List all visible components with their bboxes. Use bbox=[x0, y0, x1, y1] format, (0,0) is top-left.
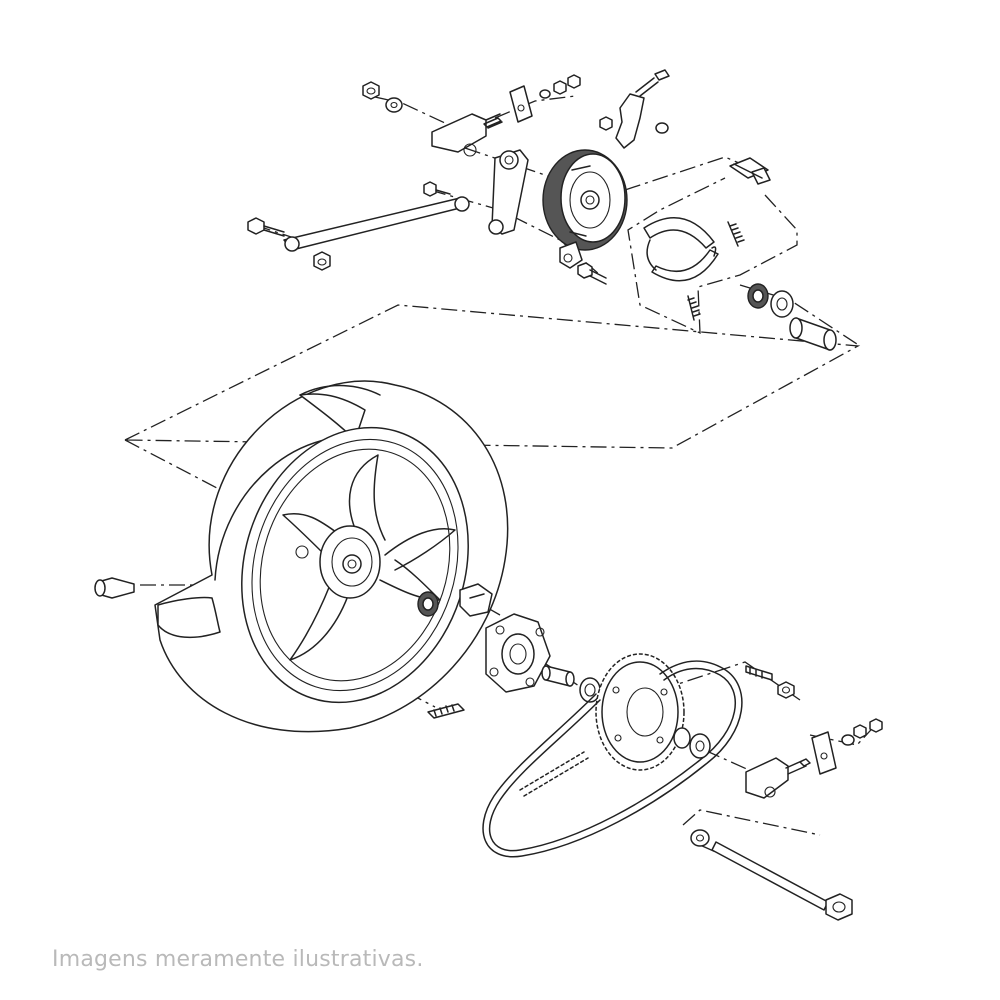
hub-damper-block bbox=[459, 583, 493, 617]
rear-sprocket bbox=[595, 653, 685, 771]
brake-panel-bolt bbox=[577, 262, 607, 285]
wheel-balance-weight bbox=[427, 703, 465, 719]
upper-washer-left bbox=[385, 97, 403, 113]
torque-link-front-bolt bbox=[247, 217, 285, 237]
hub-distance-collar bbox=[541, 665, 575, 687]
axle-spacer-collar bbox=[789, 317, 837, 351]
disclaimer-caption: Imagens meramente ilustrativas. bbox=[52, 947, 424, 972]
torque-link-bolt bbox=[423, 181, 451, 197]
brake-cam-shaft bbox=[729, 157, 771, 185]
brake-seal bbox=[747, 283, 769, 309]
axle-washer bbox=[690, 829, 710, 847]
brake-arm-assembly bbox=[599, 69, 670, 149]
rear-axle-bolt bbox=[711, 841, 853, 921]
torque-link-nut bbox=[313, 251, 331, 271]
wheel-hub bbox=[295, 525, 381, 599]
brake-torque-link bbox=[283, 196, 470, 252]
chain-adjuster-left bbox=[431, 113, 503, 157]
chain-adjuster-right bbox=[745, 757, 811, 799]
hub-bearing-left bbox=[417, 591, 439, 617]
brake-shoes bbox=[643, 217, 719, 282]
upper-small-nuts bbox=[539, 74, 581, 99]
sprocket-hub-flange bbox=[485, 613, 551, 693]
hub-side-bearing-right bbox=[673, 727, 711, 759]
adjuster-plate-left bbox=[509, 85, 533, 123]
brake-cam-lever bbox=[488, 149, 529, 235]
brake-panel bbox=[542, 149, 628, 269]
tire-valve bbox=[94, 577, 135, 599]
brake-spring-upper bbox=[727, 221, 745, 247]
lower-small-nuts bbox=[841, 718, 883, 746]
sprocket-stud-bolt bbox=[745, 665, 773, 681]
upper-nut-left bbox=[362, 81, 380, 100]
adjuster-plate-right bbox=[811, 731, 837, 775]
wheel-spokes bbox=[282, 454, 456, 661]
brake-spring-lower bbox=[687, 295, 701, 321]
sprocket-nut bbox=[777, 681, 795, 699]
drive-chain bbox=[482, 660, 743, 858]
brake-side-bearing bbox=[770, 290, 794, 318]
